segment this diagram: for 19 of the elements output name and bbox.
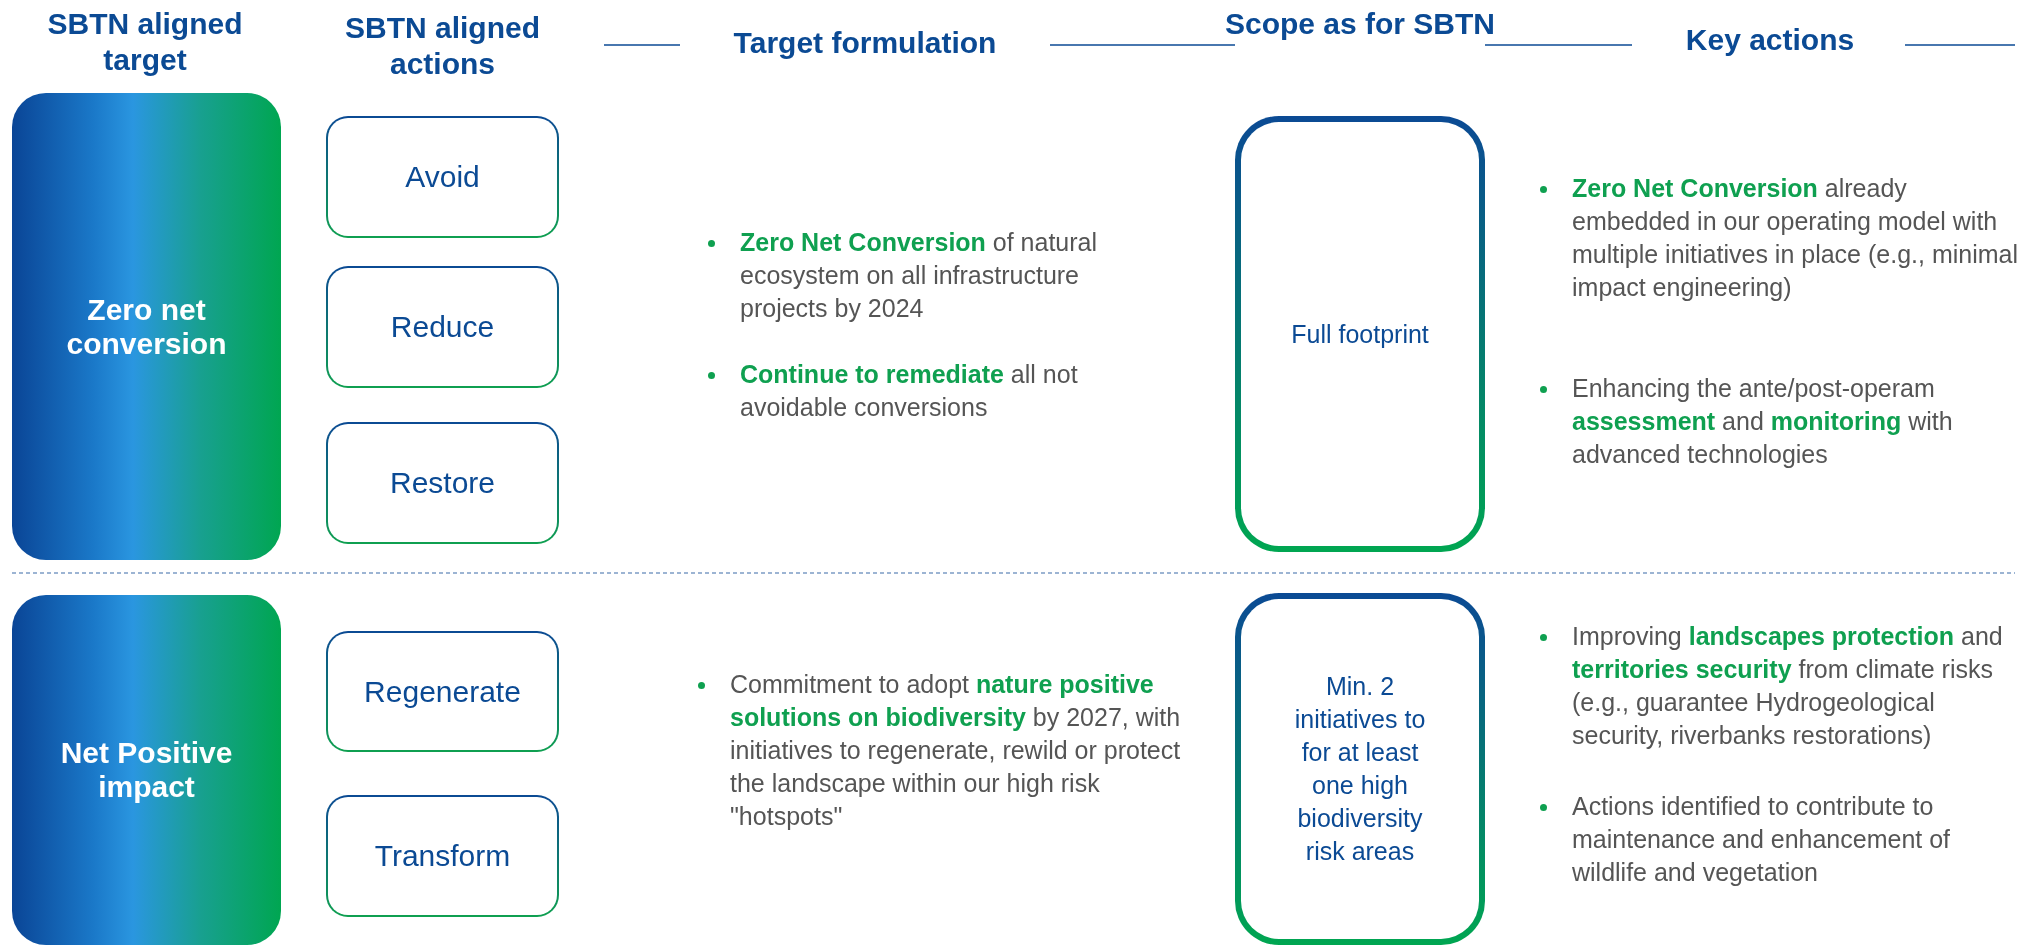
action-box: Avoid [326, 116, 559, 238]
action-box: Reduce [326, 266, 559, 388]
target-bar: Net Positive impact [12, 595, 281, 945]
column-heading: Scope as for SBTN [1223, 6, 1497, 42]
bullet-text: Continue to remediate all not avoidable conversions [700, 358, 1140, 424]
action-box: Restore [326, 422, 559, 544]
action-box: Transform [326, 795, 559, 917]
bullet-text: Improving landscapes protection and territories security from climate risks (e.g., guarantee Hydrogeological security, riverbanks restorations) [1532, 620, 2022, 752]
column-heading: SBTN aligned actions [344, 10, 541, 82]
bullet-text: Zero Net Conversion already embedded in our operating model with multiple initiatives in place (e.g., minimal impact engineering) [1532, 172, 2022, 304]
bullet-text: Enhancing the ante/post-operam assessment and monitoring with advanced technologies [1532, 372, 2022, 471]
bullet-text: Commitment to adopt nature positive solutions on biodiversity by 2027, with initiatives to regenerate, rewild or protect the landscape within our high risk "hotspots" [690, 668, 1210, 833]
column-heading: Target formulation [732, 25, 998, 61]
column-heading: Key actions [1684, 22, 1856, 58]
column-heading: SBTN aligned target [46, 6, 244, 78]
target-bar: Zero net conversion [12, 93, 281, 560]
action-box: Regenerate [326, 631, 559, 752]
bullet-text: Zero Net Conversion of natural ecosystem on all infrastructure projects by 2024 [700, 226, 1140, 325]
bullet-text: Actions identified to contribute to maintenance and enhancement of wildlife and vegetation [1532, 790, 2022, 889]
